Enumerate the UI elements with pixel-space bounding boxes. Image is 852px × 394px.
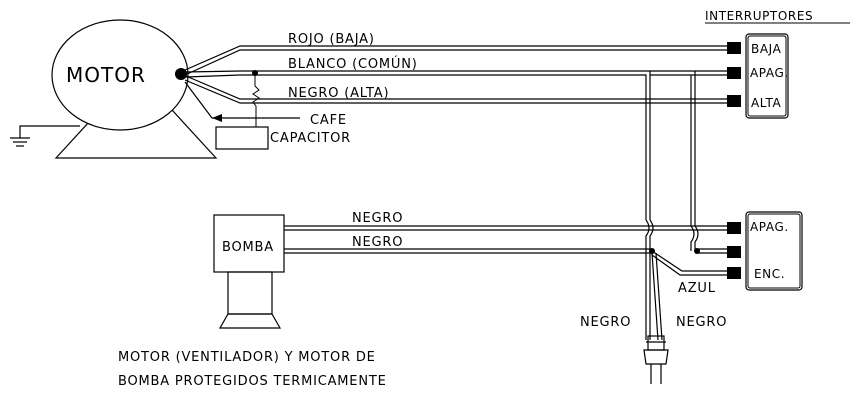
pump-label: BOMBA [222, 240, 274, 255]
ground-symbol [10, 125, 80, 147]
plug [643, 335, 669, 384]
motor: MOTOR [51, 19, 218, 159]
wire-pump-black-bottom [284, 248, 655, 254]
label-pump-black-top: NEGRO [352, 211, 403, 226]
speed-switch-high: ALTA [751, 96, 781, 110]
pump-switch-off: APAG. [750, 220, 789, 234]
wire-jumper [690, 71, 727, 254]
pump [213, 214, 285, 329]
motor-label: MOTOR [66, 63, 146, 87]
speed-switch-off: APAG. [750, 66, 789, 80]
wire-black-high [184, 75, 727, 104]
note-line-1: MOTOR (VENTILADOR) Y MOTOR DE [118, 350, 376, 365]
speed-switch-low: BAJA [751, 42, 782, 56]
label-cord-right: NEGRO [676, 315, 727, 330]
label-blue: AZUL [678, 281, 716, 296]
pump-switch-on: ENC. [754, 267, 785, 281]
capacitor-label: CAPACITOR [270, 131, 351, 146]
label-white: BLANCO (COMÚN) [288, 56, 418, 72]
capacitor-lead [252, 70, 260, 127]
wire-red [184, 45, 727, 76]
note-line-2: BOMBA PROTEGIDOS TERMICAMENTE [118, 374, 387, 389]
label-black-high: NEGRO (ALTA) [288, 86, 389, 101]
wire-brown [184, 81, 300, 122]
wire-white [185, 70, 727, 220]
pump-switch [727, 211, 803, 291]
wire-pump-black-top [284, 225, 727, 231]
motor-body [51, 19, 189, 131]
motor-terminal [175, 68, 187, 80]
label-pump-black-bottom: NEGRO [352, 235, 403, 250]
label-cord-left: NEGRO [580, 315, 631, 330]
wire-blue [651, 250, 727, 276]
label-brown: CAFE [310, 113, 347, 128]
wire-cord-right [651, 252, 663, 341]
wire-white-down [645, 219, 654, 340]
speed-switch [727, 33, 789, 119]
switches-heading: INTERRUPTORES [705, 9, 813, 23]
label-red: ROJO (BAJA) [288, 32, 375, 47]
capacitor [215, 126, 269, 150]
